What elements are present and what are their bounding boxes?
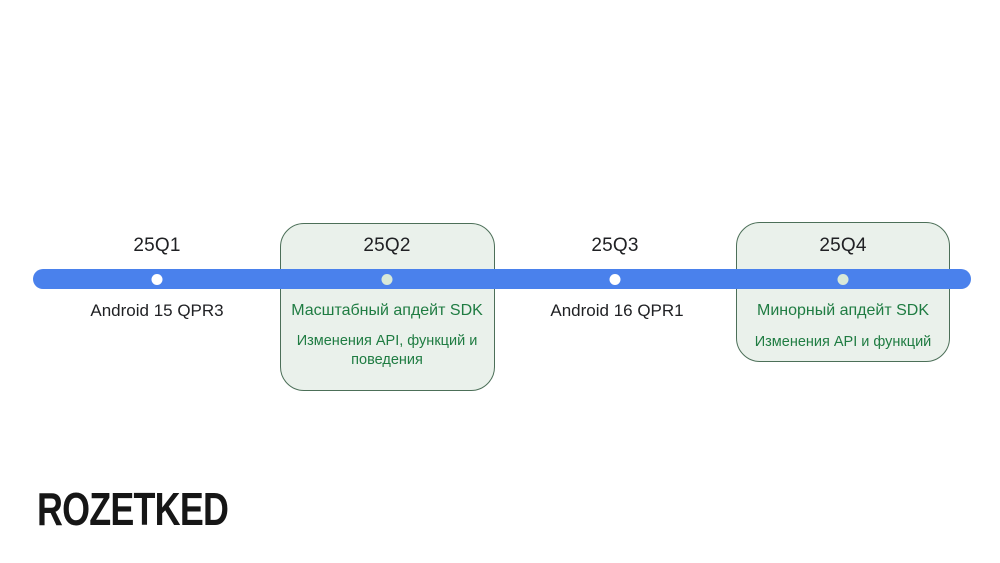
milestone-subtitle-q2: Изменения API, функций и поведения [296, 333, 478, 369]
brand-logo: ROZETKED [37, 483, 229, 535]
milestone-card-q2 [280, 223, 495, 391]
milestone-card-q4 [736, 222, 950, 362]
milestone-label-q3: Android 16 QPR1 [550, 301, 684, 320]
timeline-bar [33, 269, 971, 289]
quarter-label-q3: 25Q3 [591, 235, 639, 256]
timeline-dot-q2 [381, 273, 393, 285]
timeline-dot-q1 [151, 273, 163, 285]
timeline-dot-q4 [837, 273, 849, 285]
milestone-title-q4: Минорный апдейт SDK [756, 302, 930, 319]
milestone-subtitle-q4: Изменения API и функций [754, 334, 932, 350]
milestone-label-q1: Android 15 QPR3 [90, 301, 224, 320]
quarter-label-q1: 25Q1 [133, 235, 181, 256]
timeline-dot-q3 [609, 273, 621, 285]
milestone-title-q2: Масштабный апдейт SDK [291, 302, 483, 319]
quarter-label-q4: 25Q4 [819, 235, 867, 256]
quarter-label-q2: 25Q2 [363, 235, 411, 256]
